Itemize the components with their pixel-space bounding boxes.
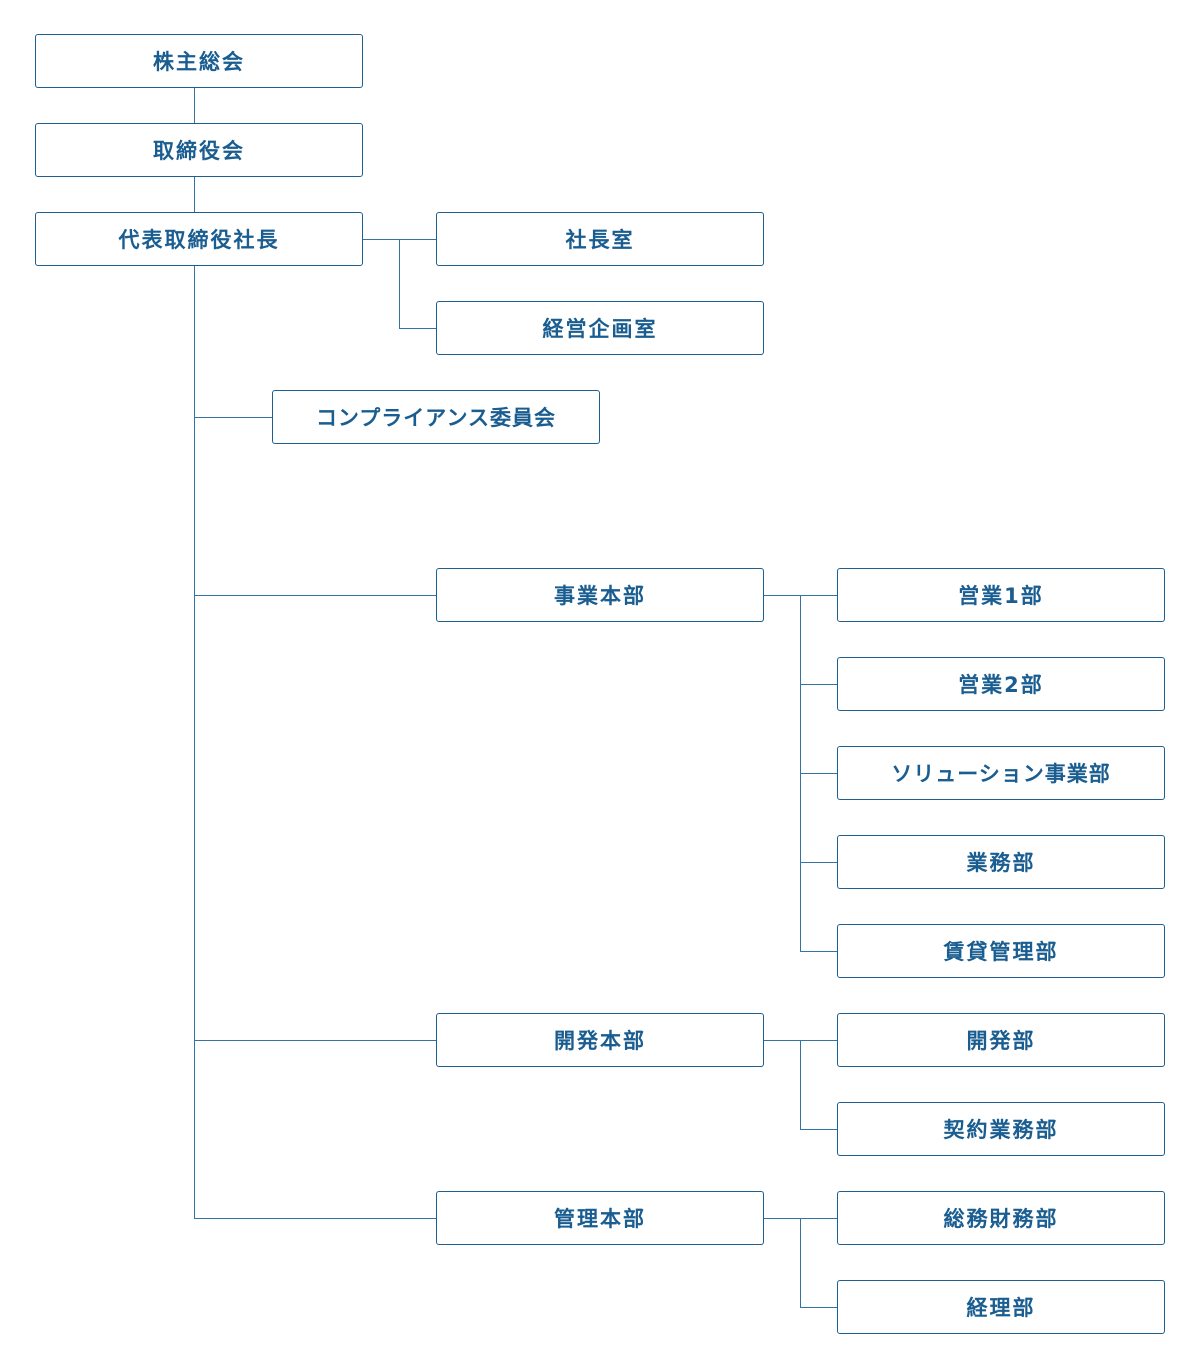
connector-line xyxy=(194,417,273,418)
connector-line xyxy=(399,239,400,328)
node-development: 開発部 xyxy=(837,1013,1165,1067)
node-sales-1: 営業1部 xyxy=(837,568,1165,622)
node-shareholders-meeting: 株主総会 xyxy=(35,34,363,88)
node-development-hq: 開発本部 xyxy=(436,1013,764,1067)
connector-line xyxy=(800,1129,838,1130)
node-corporate-planning: 経営企画室 xyxy=(436,301,764,355)
node-board-of-directors: 取締役会 xyxy=(35,123,363,177)
node-business-hq: 事業本部 xyxy=(436,568,764,622)
node-president-office: 社長室 xyxy=(436,212,764,266)
node-contract-operations: 契約業務部 xyxy=(837,1102,1165,1156)
node-operations: 業務部 xyxy=(837,835,1165,889)
node-accounting: 経理部 xyxy=(837,1280,1165,1334)
node-general-affairs-finance: 総務財務部 xyxy=(837,1191,1165,1245)
connector-line xyxy=(399,328,437,329)
connector-line xyxy=(194,1040,437,1041)
connector-line xyxy=(800,773,838,774)
connector-line xyxy=(194,88,195,124)
connector-line xyxy=(800,1307,838,1308)
connector-line xyxy=(194,1218,437,1219)
connector-line xyxy=(194,266,195,1218)
connector-line xyxy=(194,595,437,596)
node-rental-management: 賃貸管理部 xyxy=(837,924,1165,978)
node-solution-business: ソリューション事業部 xyxy=(837,746,1165,800)
node-administration-hq: 管理本部 xyxy=(436,1191,764,1245)
connector-line xyxy=(800,684,838,685)
connector-line xyxy=(194,177,195,213)
connector-line xyxy=(800,1040,801,1129)
connector-line xyxy=(800,862,838,863)
node-compliance-committee: コンプライアンス委員会 xyxy=(272,390,600,444)
node-president: 代表取締役社長 xyxy=(35,212,363,266)
connector-line xyxy=(800,951,838,952)
node-sales-2: 営業2部 xyxy=(837,657,1165,711)
connector-line xyxy=(800,1218,801,1307)
